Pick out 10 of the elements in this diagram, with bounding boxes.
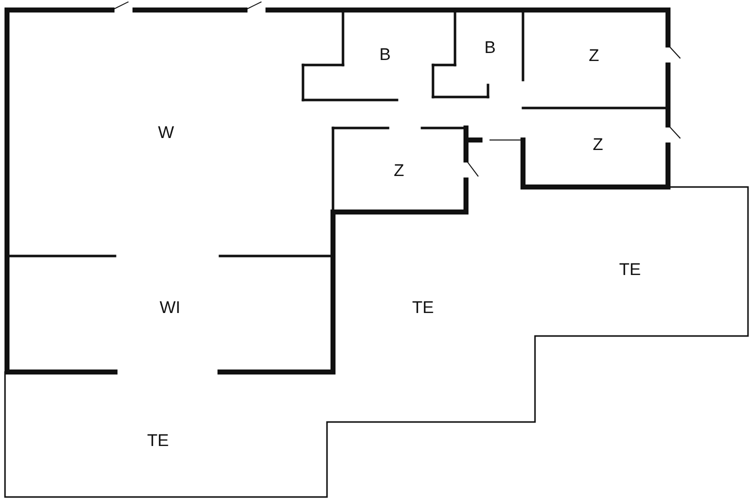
room-label: B bbox=[379, 45, 391, 65]
room-label: TE bbox=[619, 260, 641, 280]
room-label: W bbox=[158, 123, 174, 143]
room-label: B bbox=[484, 38, 496, 58]
room-label: WI bbox=[160, 298, 180, 318]
room-label: Z bbox=[592, 135, 604, 155]
room-label: Z bbox=[394, 161, 404, 181]
room-label: TE bbox=[412, 298, 434, 318]
room-label: Z bbox=[588, 46, 600, 66]
room-label: TE bbox=[147, 431, 169, 451]
